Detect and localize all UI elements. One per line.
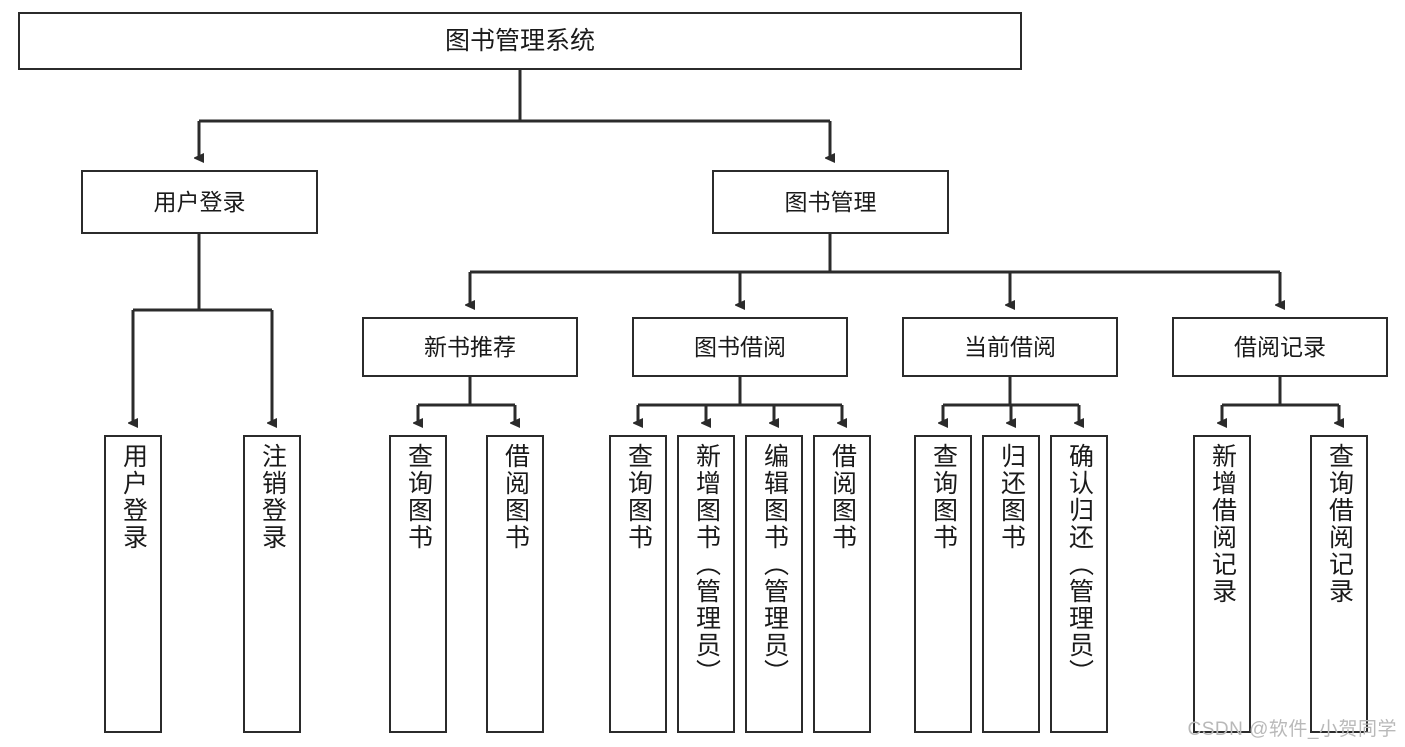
- node-new-book-recommend-label: 新书推荐: [424, 333, 516, 360]
- node-leaf-query-book-3[interactable]: 查询图书: [914, 435, 972, 733]
- node-leaf-query-book-2[interactable]: 查询图书: [609, 435, 667, 733]
- node-leaf-logout-label: 注销登录: [258, 443, 287, 551]
- node-leaf-add-record-label: 新增借阅记录: [1208, 443, 1237, 605]
- node-leaf-user-login[interactable]: 用户登录: [104, 435, 162, 733]
- node-borrow-record-label: 借阅记录: [1234, 333, 1326, 360]
- node-leaf-query-book-1-label: 查询图书: [404, 443, 433, 551]
- node-leaf-confirm-return-label: 确认归还（管理员）: [1065, 443, 1094, 686]
- node-book-manage[interactable]: 图书管理: [712, 170, 949, 234]
- node-book-borrow[interactable]: 图书借阅: [632, 317, 848, 377]
- node-leaf-query-book-3-label: 查询图书: [929, 443, 958, 551]
- node-leaf-logout[interactable]: 注销登录: [243, 435, 301, 733]
- node-current-borrow[interactable]: 当前借阅: [902, 317, 1118, 377]
- node-user-login-label: 用户登录: [153, 188, 246, 215]
- node-user-login[interactable]: 用户登录: [81, 170, 318, 234]
- node-leaf-return-book[interactable]: 归还图书: [982, 435, 1040, 733]
- node-book-manage-label: 图书管理: [784, 188, 877, 215]
- node-current-borrow-label: 当前借阅: [964, 333, 1056, 360]
- node-leaf-borrow-book-1-label: 借阅图书: [501, 443, 530, 551]
- node-leaf-return-book-label: 归还图书: [997, 443, 1026, 551]
- node-leaf-add-record[interactable]: 新增借阅记录: [1193, 435, 1251, 733]
- node-leaf-add-book[interactable]: 新增图书（管理员）: [677, 435, 735, 733]
- node-borrow-record[interactable]: 借阅记录: [1172, 317, 1388, 377]
- node-leaf-add-book-label: 新增图书（管理员）: [692, 443, 721, 686]
- node-book-borrow-label: 图书借阅: [694, 333, 786, 360]
- node-leaf-user-login-label: 用户登录: [119, 443, 148, 551]
- node-root[interactable]: 图书管理系统: [18, 12, 1022, 70]
- node-leaf-edit-book-label: 编辑图书（管理员）: [760, 443, 789, 686]
- node-leaf-borrow-book-1[interactable]: 借阅图书: [486, 435, 544, 733]
- node-leaf-query-book-2-label: 查询图书: [624, 443, 653, 551]
- node-leaf-query-record-label: 查询借阅记录: [1325, 443, 1354, 605]
- watermark: CSDN @软件_小贺同学: [1187, 719, 1397, 740]
- node-leaf-confirm-return[interactable]: 确认归还（管理员）: [1050, 435, 1108, 733]
- node-leaf-query-record[interactable]: 查询借阅记录: [1310, 435, 1368, 733]
- node-leaf-borrow-book-2-label: 借阅图书: [828, 443, 857, 551]
- node-leaf-query-book-1[interactable]: 查询图书: [389, 435, 447, 733]
- node-leaf-edit-book[interactable]: 编辑图书（管理员）: [745, 435, 803, 733]
- node-leaf-borrow-book-2[interactable]: 借阅图书: [813, 435, 871, 733]
- node-root-label: 图书管理系统: [444, 26, 595, 55]
- node-new-book-recommend[interactable]: 新书推荐: [362, 317, 578, 377]
